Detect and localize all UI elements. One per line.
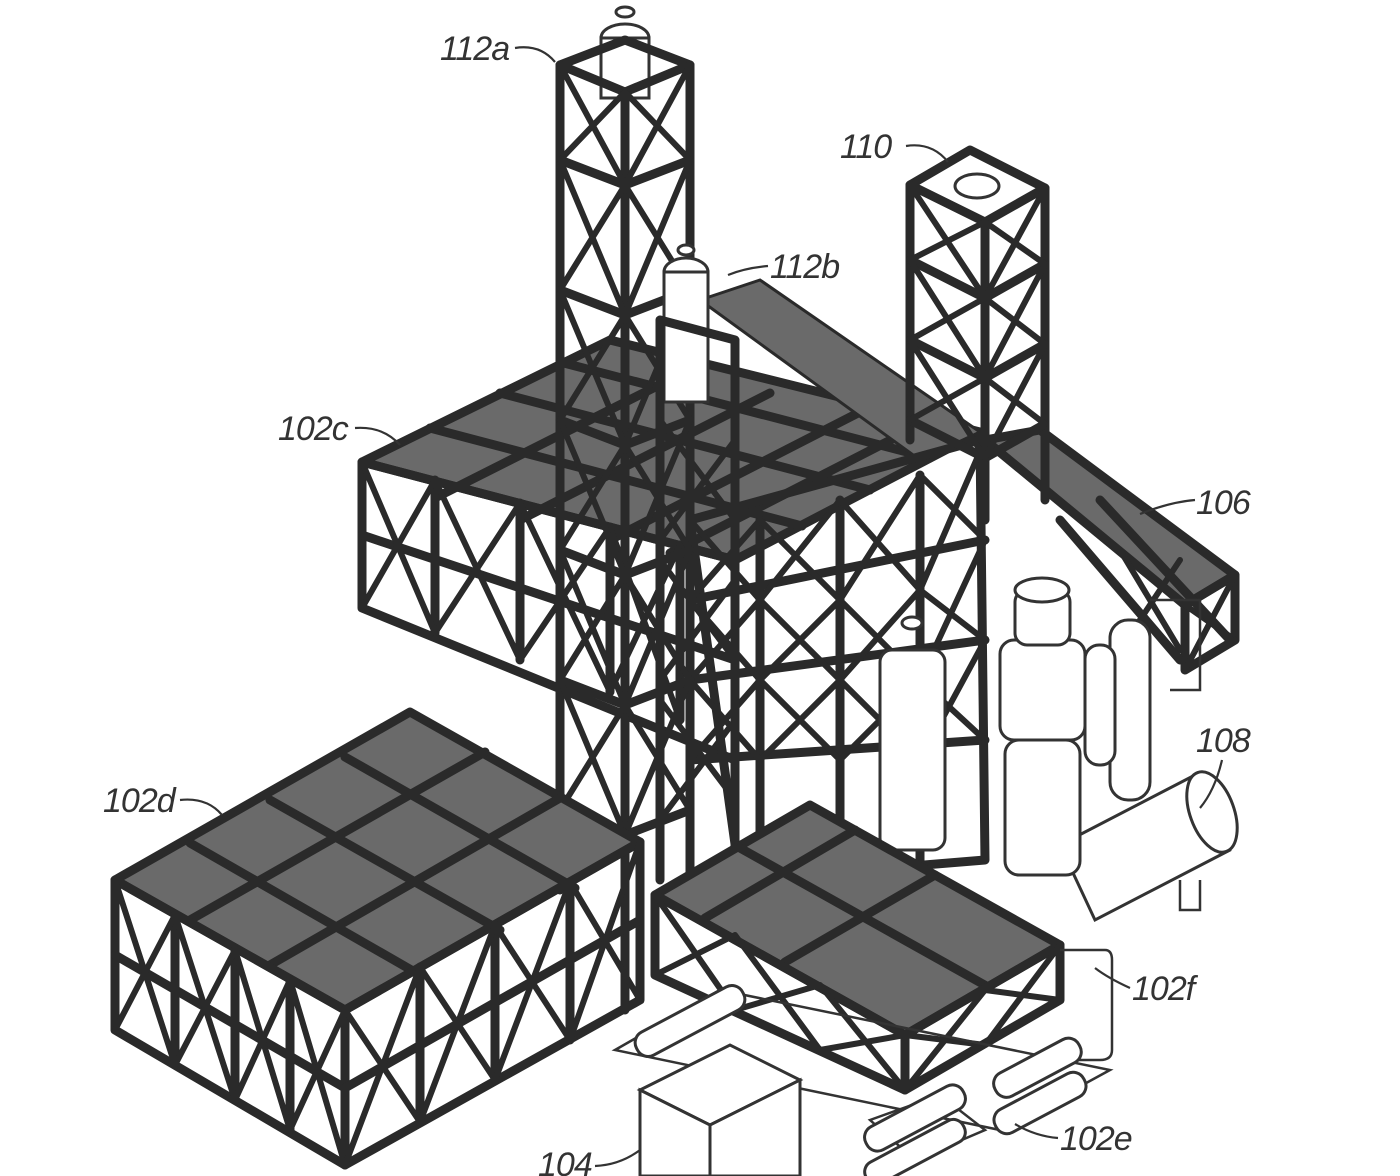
tower-110 [905,145,1050,525]
label-110: 110 [840,128,892,166]
label-102d: 102d [103,782,177,820]
label-108: 108 [1196,722,1251,760]
unit-104 [636,1043,804,1176]
reference-labels: 112a 110 112b 102c 106 108 102d 102f 102… [103,30,1252,1176]
label-104: 104 [538,1146,592,1176]
label-102c: 102c [278,410,349,448]
tower-112b [655,243,740,905]
skid-102e [611,984,1114,1176]
label-102f: 102f [1132,970,1199,1008]
module-102f [650,800,1114,1095]
tower-112a [555,5,695,1015]
module-102d [110,707,645,1170]
label-112b: 112b [770,248,839,286]
label-106: 106 [1196,484,1251,522]
label-102e: 102e [1060,1120,1132,1158]
label-112a: 112a [440,30,509,68]
equipment-108 [878,576,1239,923]
leader-lines [179,46,1224,1168]
